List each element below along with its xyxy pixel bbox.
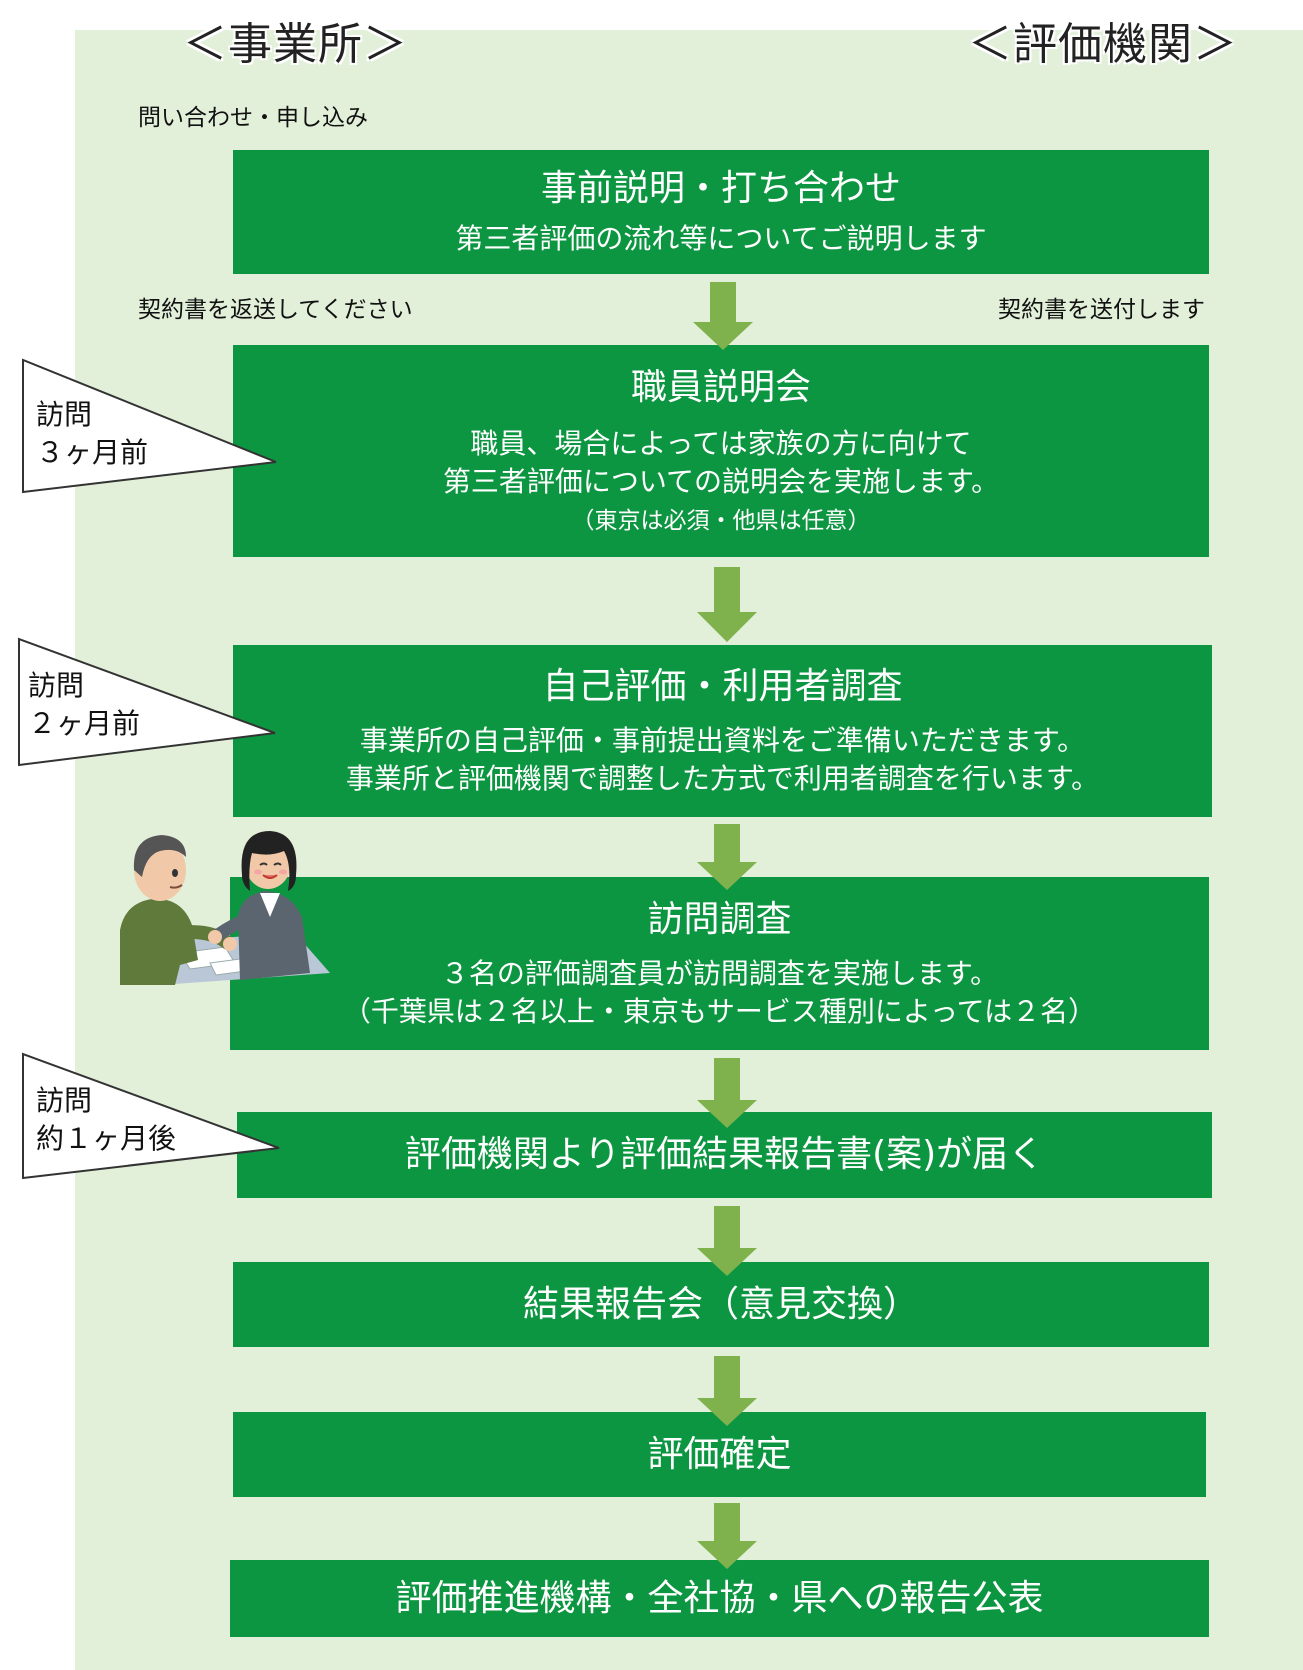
step-box-5: 評価機関より評価結果報告書(案)が届く — [237, 1112, 1212, 1198]
step-title-3: 自己評価・利用者調査 — [542, 666, 903, 707]
callout-text-1: 訪問 ３ヶ月前 — [36, 398, 149, 469]
callout-shape-1 — [22, 358, 277, 494]
step-box-1: 事前説明・打ち合わせ 第三者評価の流れ等についてご説明します — [233, 150, 1209, 274]
consultation-illustration — [120, 831, 330, 985]
step-desc-2b: 第三者評価についての説明会を実施します。 — [442, 465, 1000, 498]
step-desc-3b: 事業所と評価機関で調整した方式で利用者調査を行います。 — [345, 762, 1100, 795]
step-desc-3a: 事業所の自己評価・事前提出資料をご準備いただきます。 — [359, 724, 1086, 757]
header-evaluator: ＜評価機関＞ — [968, 19, 1238, 70]
step-desc-4b: （千葉県は２名以上・東京もサービス種別によっては２名） — [342, 994, 1097, 1028]
callout-text-2: 訪問 ２ヶ月前 — [28, 669, 141, 740]
step-title-7: 評価確定 — [647, 1433, 792, 1475]
step-title-5: 評価機関より評価結果報告書(案)が届く — [404, 1134, 1045, 1175]
down-arrow-icon — [697, 1503, 757, 1569]
step-desc-1: 第三者評価の流れ等についてご説明します — [455, 222, 987, 255]
step-title-2: 職員説明会 — [630, 367, 811, 408]
note-inquiry: 問い合わせ・申し込み — [138, 105, 368, 131]
step-title-1: 事前説明・打ち合わせ — [540, 168, 901, 209]
note-return-contract: 契約書を返送してください — [138, 297, 413, 323]
step-box-8: 評価推進機構・全社協・県への報告公表 — [230, 1560, 1209, 1637]
down-arrow-icon — [693, 282, 753, 350]
step-title-8: 評価推進機構・全社協・県への報告公表 — [395, 1577, 1044, 1619]
header-office: ＜事業所＞ — [183, 19, 408, 70]
step-box-2: 職員説明会 職員、場合によっては家族の方に向けて 第三者評価についての説明会を実… — [233, 345, 1209, 557]
down-arrow-icon — [697, 1356, 757, 1426]
step-sub-2: （東京は必須・他県は任意） — [571, 508, 871, 534]
step-title-4: 訪問調査 — [647, 898, 792, 940]
callout-shape-3 — [22, 1052, 280, 1180]
down-arrow-icon — [697, 1206, 757, 1276]
down-arrow-icon — [697, 824, 757, 890]
step-box-4: 訪問調査 ３名の評価調査員が訪問調査を実施します。 （千葉県は２名以上・東京もサ… — [230, 877, 1209, 1050]
callout-text-3: 訪問 約１ヶ月後 — [36, 1084, 177, 1155]
step-title-6: 結果報告会（意見交換） — [522, 1283, 919, 1325]
down-arrow-icon — [697, 1058, 757, 1128]
step-box-7: 評価確定 — [233, 1412, 1206, 1497]
callout-shape-2 — [18, 637, 276, 767]
step-desc-4a: ３名の評価調査員が訪問調査を実施します。 — [440, 956, 999, 990]
note-send-contract: 契約書を送付します — [998, 297, 1205, 323]
step-box-3: 自己評価・利用者調査 事業所の自己評価・事前提出資料をご準備いただきます。 事業… — [233, 645, 1212, 817]
down-arrow-icon — [697, 567, 757, 642]
step-box-6: 結果報告会（意見交換） — [233, 1262, 1209, 1347]
step-desc-2a: 職員、場合によっては家族の方に向けて — [470, 427, 972, 460]
